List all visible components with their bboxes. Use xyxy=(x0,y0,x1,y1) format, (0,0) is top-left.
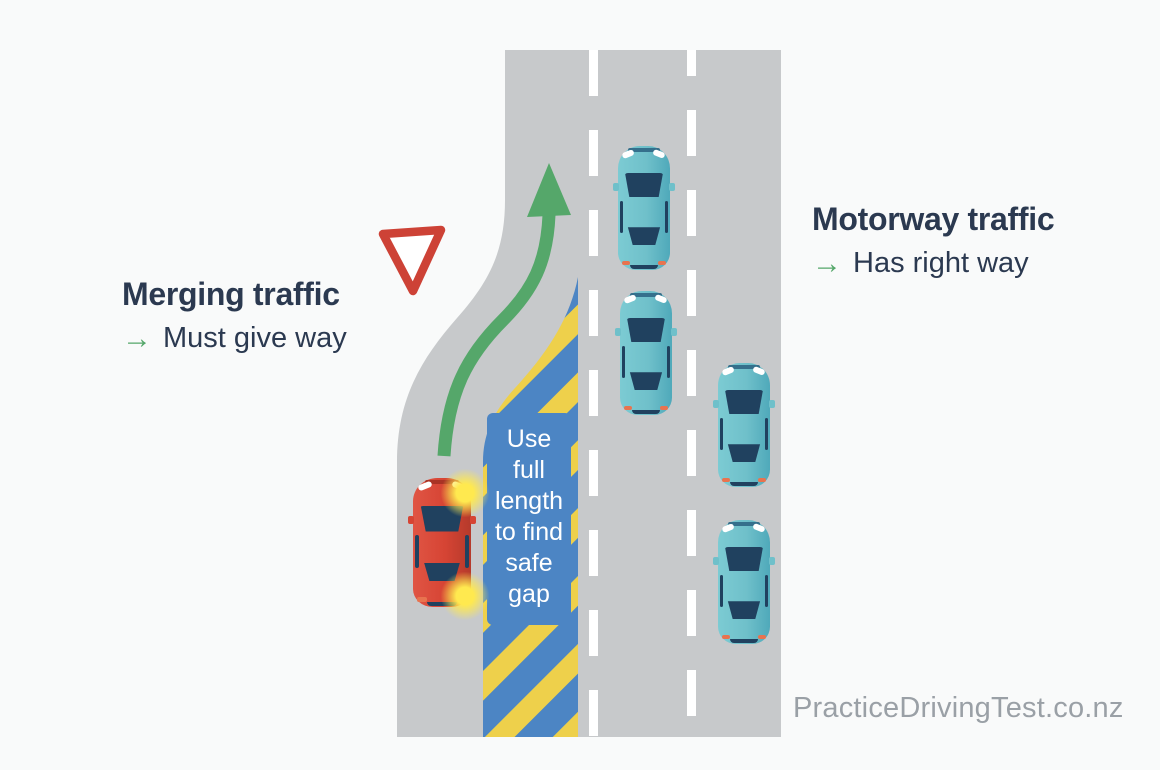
taillight-icon xyxy=(659,405,669,411)
taillight-icon xyxy=(721,634,731,640)
side-window xyxy=(764,574,769,607)
merging-traffic-label: Merging traffic → Must give way xyxy=(122,276,347,356)
side-window xyxy=(619,200,624,233)
rear-window xyxy=(727,601,761,620)
side-mirror xyxy=(713,399,720,408)
side-mirror xyxy=(615,327,622,336)
taillight-icon xyxy=(657,260,667,266)
give-way-sign-icon xyxy=(378,225,446,296)
rear-window xyxy=(627,227,661,246)
car-front-strip xyxy=(630,292,662,298)
side-window xyxy=(764,417,769,450)
side-window xyxy=(465,534,470,569)
motorway-rule-text: Has right way xyxy=(853,247,1029,280)
rear-bumper xyxy=(426,601,458,607)
side-mirror xyxy=(407,516,415,525)
rear-bumper xyxy=(730,482,758,487)
rear-bumper xyxy=(630,265,658,270)
motorway-traffic-title: Motorway traffic xyxy=(812,201,1055,237)
taillight-icon xyxy=(417,597,427,602)
car-body xyxy=(718,363,770,487)
side-window xyxy=(621,345,626,378)
windshield xyxy=(724,389,764,415)
motorway-traffic-rule: → Has right way xyxy=(812,247,1054,281)
motorway-car-3 xyxy=(713,363,775,487)
merging-car xyxy=(407,469,489,620)
side-mirror xyxy=(768,556,775,565)
rear-bumper xyxy=(632,410,660,415)
motorway-car-1 xyxy=(613,146,675,270)
windshield xyxy=(626,317,666,343)
taillight-icon xyxy=(457,597,467,602)
motorway-car-2 xyxy=(615,291,677,415)
side-mirror xyxy=(469,516,477,525)
car-front-strip xyxy=(628,147,660,153)
motorway-car-4 xyxy=(713,520,775,644)
car-front-strip xyxy=(728,521,760,527)
rear-bumper xyxy=(730,639,758,644)
car-body xyxy=(718,520,770,644)
taillight-icon xyxy=(623,405,633,411)
merge-text-plate xyxy=(487,413,571,625)
motorway-traffic-label: Motorway traffic → Has right way xyxy=(812,201,1055,281)
side-mirror xyxy=(768,399,775,408)
rear-window xyxy=(629,372,663,391)
side-window xyxy=(666,345,671,378)
side-mirror xyxy=(613,182,620,191)
merging-traffic-title: Merging traffic xyxy=(122,276,340,312)
car-front-strip xyxy=(728,364,760,370)
windshield xyxy=(624,172,664,198)
side-window xyxy=(664,200,669,233)
taillight-icon xyxy=(621,260,631,266)
merging-rule-text: Must give way xyxy=(163,322,347,355)
side-window xyxy=(719,574,724,607)
side-mirror xyxy=(713,556,720,565)
merge-path-arrowhead-icon xyxy=(527,163,571,217)
taillight-icon xyxy=(721,477,731,483)
side-window xyxy=(414,534,419,569)
merge-path-arrow xyxy=(437,214,556,457)
car-body xyxy=(620,291,672,415)
taillight-icon xyxy=(757,634,767,640)
side-window xyxy=(719,417,724,450)
taillight-icon xyxy=(757,477,767,483)
right-arrow-icon: → xyxy=(812,246,842,280)
merging-traffic-rule: → Must give way xyxy=(122,322,347,356)
windshield xyxy=(724,546,764,572)
car-body xyxy=(413,478,471,607)
windshield xyxy=(420,505,464,532)
car-body xyxy=(618,146,670,270)
watermark: PracticeDrivingTest.co.nz xyxy=(793,692,1124,724)
side-mirror xyxy=(668,182,675,191)
merge-lane-instruction: Use full length to find safe gap xyxy=(494,425,564,608)
right-arrow-icon: → xyxy=(122,321,152,355)
rear-window xyxy=(727,444,761,463)
side-mirror xyxy=(670,327,677,336)
